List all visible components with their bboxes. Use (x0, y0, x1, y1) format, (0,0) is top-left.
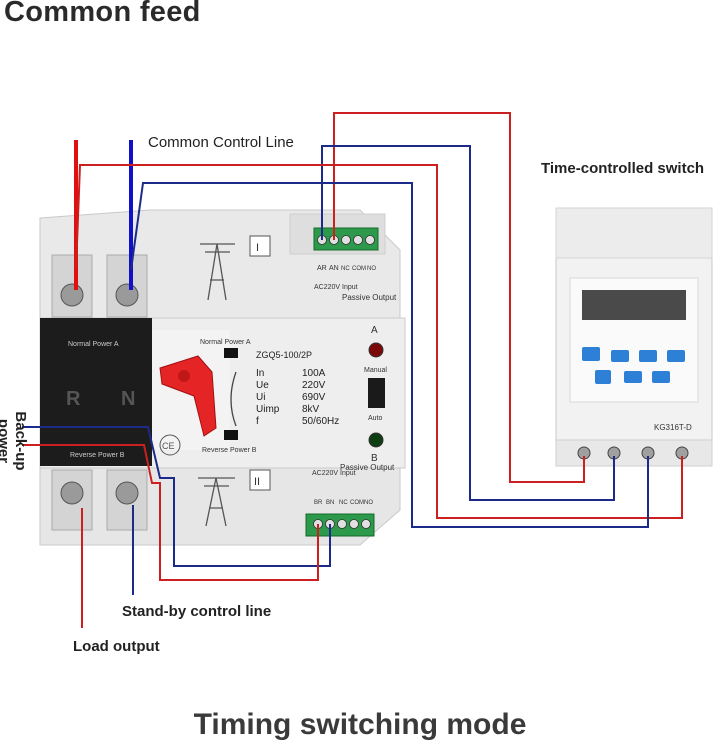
term-com: COM (352, 266, 366, 272)
timer-lcd (582, 290, 686, 320)
reverse-power-b-label: Reverse Power B (202, 447, 257, 454)
auto-label: Auto (368, 415, 383, 422)
reverse-power-b-label-left: Reverse Power B (70, 452, 125, 459)
light-b-label: B (371, 453, 378, 464)
term-bn: BN (326, 500, 334, 506)
term-com-b: COM (350, 500, 364, 506)
manual-label: Manual (364, 367, 387, 374)
light-a (368, 342, 384, 358)
rotary-handle (152, 330, 230, 450)
term-nc: NC (341, 266, 350, 272)
common-control-line-label: Common Control Line (148, 134, 294, 151)
spec-key-4: f (256, 416, 259, 427)
top-title: Common feed (4, 0, 201, 28)
back-up-power-label: Back-up power (0, 411, 29, 471)
bottom-title: Timing switching mode (193, 708, 527, 741)
ce-mark: CE (162, 441, 175, 451)
term-br: BR (314, 500, 323, 506)
normal-power-a-label-left: Normal Power A (68, 341, 119, 348)
manual-auto-switch (368, 378, 385, 408)
unit-i-label: I (256, 242, 259, 254)
term-input-bottom: AC220V Input (312, 470, 356, 477)
spec-val-4: 50/60Hz (302, 416, 339, 427)
spec-key-0: In (256, 368, 264, 379)
normal-power-a-label: Normal Power A (200, 339, 251, 346)
spec-val-2: 690V (302, 392, 326, 403)
spec-val-0: 100A (302, 368, 326, 379)
light-a-label: A (371, 325, 378, 336)
spec-key-1: Ue (256, 380, 269, 391)
spec-val-1: 220V (302, 380, 326, 391)
phase-n: N (121, 388, 135, 410)
spec-key-3: Uimp (256, 404, 280, 415)
phase-r: R (66, 388, 81, 410)
spec-val-3: 8kV (302, 404, 320, 415)
stand-by-control-line-label: Stand-by control line (122, 603, 272, 620)
term-an: AN (329, 265, 339, 272)
ats-model: ZGQ5-100/2P (256, 350, 312, 360)
black-breaker-panel (40, 318, 152, 466)
unit-ii-label: II (254, 476, 260, 488)
spec-key-2: Ui (256, 392, 265, 403)
term-nc-b: NC (339, 500, 348, 506)
term-output-top: Passive Output (342, 293, 397, 302)
pylon-icon-top (200, 243, 235, 301)
load-output-label: Load output (73, 638, 160, 655)
term-no: NO (367, 266, 376, 272)
wires (22, 112, 683, 628)
timer-model: KG316T-D (654, 423, 692, 432)
indicator-window-b (224, 430, 238, 440)
term-no-b: NO (364, 500, 373, 506)
indicator-window-a (224, 348, 238, 358)
timer-device (555, 207, 713, 467)
pylon-icon-bottom (198, 477, 235, 527)
term-ar: AR (317, 265, 327, 272)
term-input-top: AC220V Input (314, 284, 358, 291)
term-output-bottom: Passive Output (340, 463, 395, 472)
light-b (368, 432, 384, 448)
time-controlled-switch-label: Time-controlled switch (541, 160, 705, 177)
ats-device (39, 209, 406, 546)
